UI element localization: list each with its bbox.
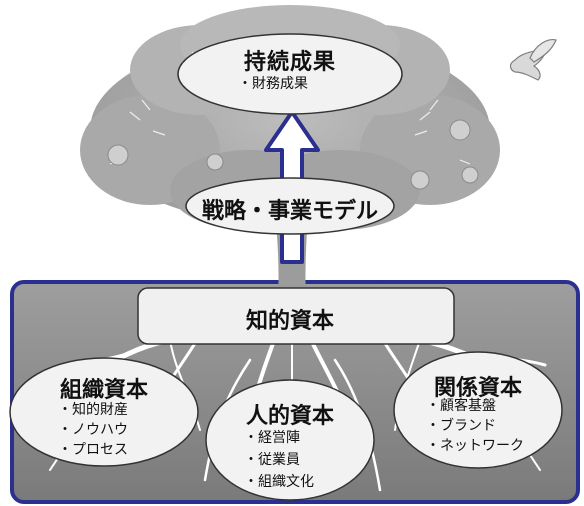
capital-right-item: ブランド [426, 416, 556, 436]
capital-left-item: ノウハウ [58, 420, 168, 440]
capital-left-item: 知的財産 [58, 400, 168, 420]
capital-title-left: 組織資本 [59, 378, 148, 403]
capital-center-item: 従業員 [244, 450, 354, 470]
middle-title: 戦略・事業モデル [201, 199, 378, 224]
top-item: 財務成果 [238, 74, 358, 94]
roots-title: 知的資本 [245, 309, 334, 334]
middle-ellipse [185, 177, 395, 235]
capital-right-item: ネットワーク [426, 436, 556, 456]
capital-left-item: プロセス [58, 440, 168, 460]
capital-right-item: 顧客基盤 [426, 396, 556, 416]
roots-box [137, 287, 455, 345]
capital-center-item: 経営陣 [244, 428, 354, 448]
capital-center-item: 組織文化 [244, 472, 354, 492]
top-title: 持続成果 [243, 50, 336, 75]
dove-icon [509, 39, 557, 81]
capital-title-center: 人的資本 [245, 404, 334, 429]
